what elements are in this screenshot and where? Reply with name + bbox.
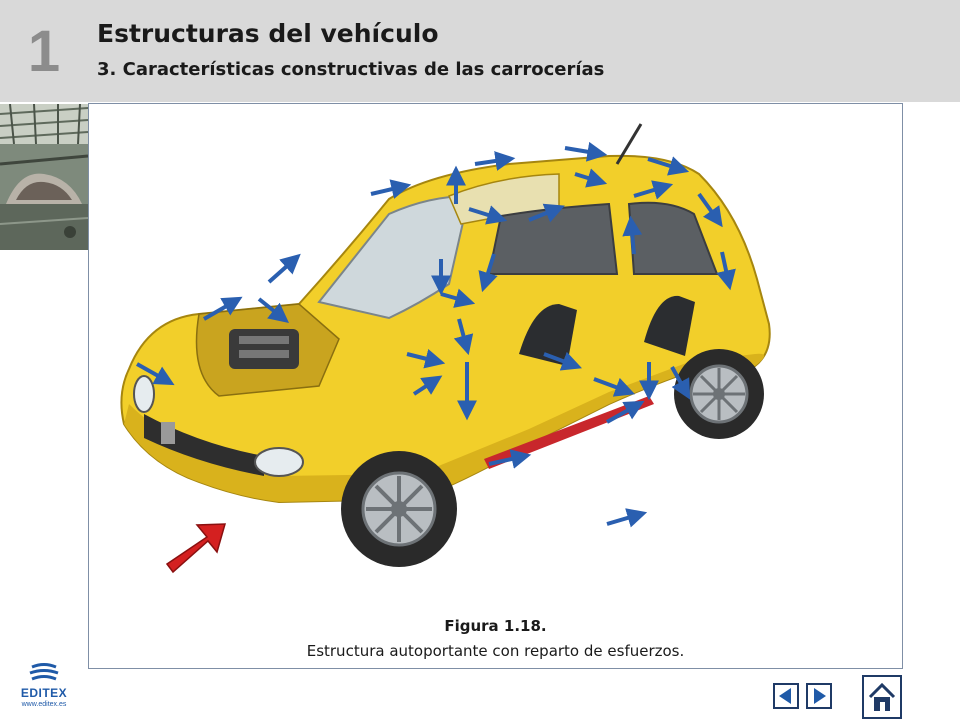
side-photo-factory bbox=[0, 104, 88, 250]
impact-arrow bbox=[165, 523, 227, 574]
figure-frame: Figura 1.18. Estructura autoportante con… bbox=[88, 103, 903, 669]
home-button[interactable] bbox=[862, 675, 902, 719]
logo-name: EDITEX bbox=[20, 686, 68, 700]
header-band bbox=[0, 0, 960, 102]
house-icon bbox=[868, 682, 896, 711]
editex-logo: EDITEX www.editex.es bbox=[14, 662, 74, 712]
next-button[interactable] bbox=[806, 683, 832, 709]
chapter-number: 1 bbox=[27, 19, 61, 84]
front-wheel bbox=[341, 451, 457, 567]
headlight bbox=[254, 447, 304, 477]
triangle-left-icon bbox=[779, 688, 791, 704]
page-title: Estructuras del vehículo bbox=[97, 19, 439, 48]
figure-caption: Estructura autoportante con reparto de e… bbox=[306, 642, 685, 660]
rear-wheel bbox=[674, 349, 764, 439]
editex-logo-mark bbox=[29, 663, 59, 681]
antenna bbox=[615, 123, 643, 165]
rear-side-window bbox=[627, 201, 719, 275]
figure-label: Figura 1.18. bbox=[444, 617, 547, 635]
front-side-window bbox=[487, 202, 619, 275]
page-subtitle: 3. Características constructivas de las … bbox=[97, 59, 605, 80]
previous-button[interactable] bbox=[773, 683, 799, 709]
logo-url: www.editex.es bbox=[21, 701, 67, 708]
car-structure-illustration bbox=[120, 123, 771, 574]
force-arrows bbox=[136, 141, 736, 528]
triangle-right-icon bbox=[814, 688, 826, 704]
